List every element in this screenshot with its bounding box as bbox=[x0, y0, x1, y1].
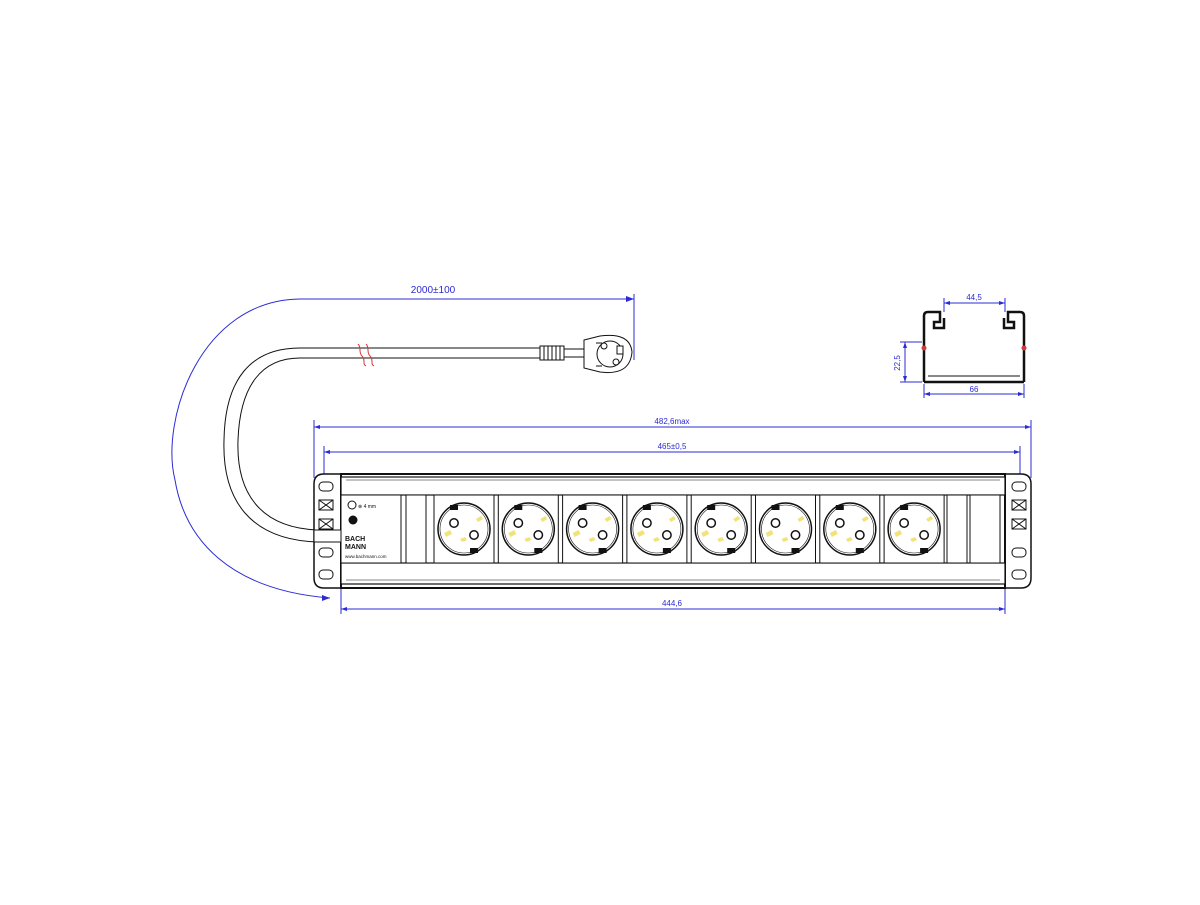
arrowhead bbox=[626, 296, 634, 302]
profile-cross-section: 44,5 22,5 66 bbox=[893, 293, 1027, 398]
power-indicator-icon bbox=[347, 500, 357, 510]
arrowhead bbox=[322, 595, 330, 601]
rating-text: ⊗ 4 mm bbox=[358, 504, 376, 510]
profile-height-label: 22,5 bbox=[893, 355, 902, 371]
strain-relief bbox=[539, 345, 585, 361]
socket-icon bbox=[883, 494, 945, 564]
brand-line2: MANN bbox=[345, 544, 366, 551]
info-panel: ⊗ 4 mm BACH MANN www.bachmann.com bbox=[340, 494, 402, 564]
profile-width-top-label: 44,5 bbox=[966, 293, 982, 302]
socket-icon bbox=[626, 494, 688, 564]
power-strip-front: ⊗ 4 mm BACH MANN www.bachmann.com bbox=[313, 473, 1032, 589]
socket-group bbox=[433, 494, 945, 564]
spacer-left bbox=[405, 494, 427, 564]
profile-width-bottom-label: 66 bbox=[970, 385, 979, 394]
bottom-rail bbox=[340, 562, 1006, 585]
socket-icon bbox=[690, 494, 752, 564]
brand-line1: BACH bbox=[345, 536, 365, 543]
schuko-plug-icon bbox=[583, 334, 633, 374]
power-cable bbox=[223, 334, 633, 543]
profile-screw-mark bbox=[1021, 345, 1027, 351]
spacer-right bbox=[946, 494, 968, 564]
body-width-label: 444,6 bbox=[662, 599, 683, 608]
socket-icon bbox=[433, 494, 495, 564]
cable-length-label: 2000±100 bbox=[411, 285, 456, 296]
profile-screw-mark bbox=[921, 345, 927, 351]
socket-icon bbox=[755, 494, 816, 564]
cable-dimension: 2000±100 bbox=[171, 285, 635, 601]
cable-dimension-arc bbox=[171, 298, 634, 599]
socket-icon bbox=[562, 494, 624, 564]
cable-entry bbox=[313, 529, 342, 543]
overall-width-label: 482,6max bbox=[654, 417, 689, 426]
end-cap-right bbox=[969, 494, 1001, 564]
socket-icon bbox=[819, 494, 881, 564]
socket-icon bbox=[497, 494, 559, 564]
rack-ear-right bbox=[1005, 473, 1032, 589]
front-dimensions: 482,6max 465±0,5 444,6 bbox=[313, 417, 1032, 614]
cable-break-mark bbox=[365, 343, 375, 367]
mount-width-label: 465±0,5 bbox=[658, 442, 687, 451]
website-text: www.bachmann.com bbox=[345, 554, 387, 559]
cable-break-mark bbox=[357, 343, 367, 367]
reset-button-icon bbox=[348, 515, 358, 525]
